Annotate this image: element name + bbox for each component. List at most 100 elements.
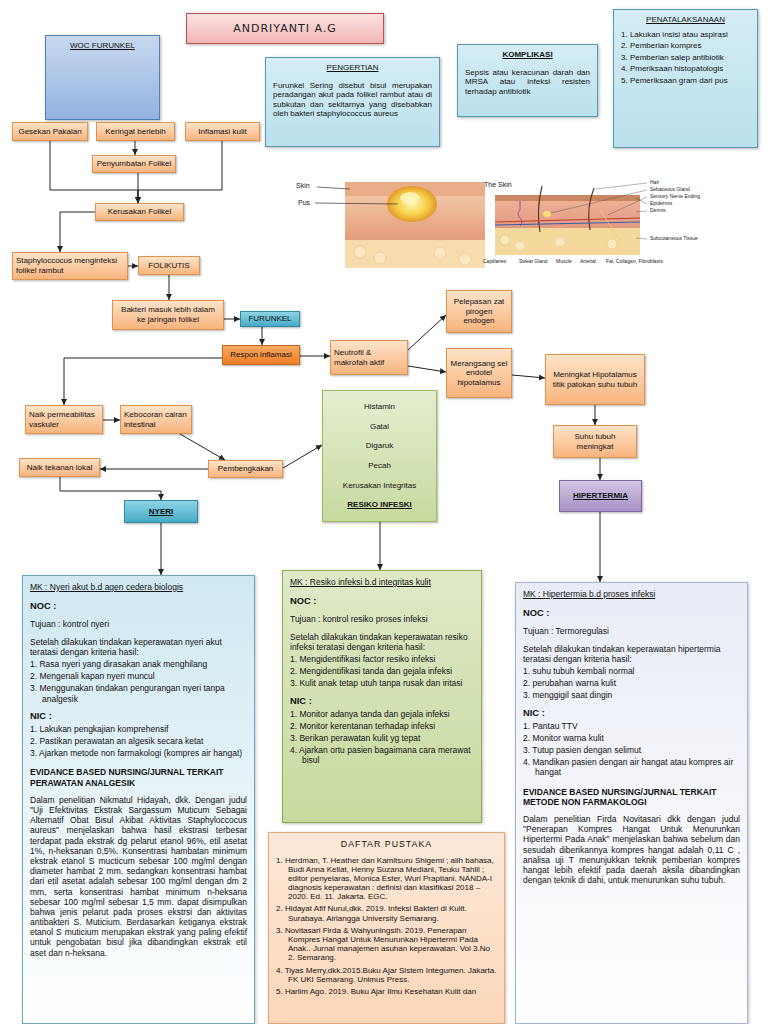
connector xyxy=(60,212,95,252)
hair xyxy=(538,186,542,232)
process-box: Inflamasi kulit xyxy=(185,122,260,141)
node-text: 2. perubahan warna kulit xyxy=(523,678,740,688)
node-text: NOC : xyxy=(290,596,474,607)
care-plan-panel: MK : Hipertermia b.d proses infeksiNOC :… xyxy=(515,582,748,1024)
node-text: Dalam penelitian Nikmatul Hidayah, dkk. … xyxy=(30,795,247,958)
node-text: 4. Pmeriksaan histopatologis xyxy=(621,64,750,74)
node-text: Gesekan Pakaian xyxy=(18,127,81,137)
connector xyxy=(380,522,381,570)
node-text: Inflamasi kulit xyxy=(198,127,246,137)
care-plan-panel: MK : Resiko infeksi b.d integritas kulit… xyxy=(282,570,482,823)
figure-label: Epidermis xyxy=(650,201,672,206)
node-text: RESIKO INFESKI xyxy=(347,500,411,510)
figure-label: Pus xyxy=(298,199,310,206)
process-box: Pembengkakan xyxy=(208,460,283,478)
figure-label: Hair xyxy=(650,180,659,185)
fat-cell xyxy=(515,241,525,251)
leader-line xyxy=(636,198,647,204)
connector xyxy=(512,375,545,378)
node-text: 1. Lakukan insisi atau aspirasi xyxy=(621,30,750,40)
skin-block xyxy=(345,182,485,268)
node-text: 1. Monitor adanya tanda dan gejala infek… xyxy=(290,709,474,719)
node-text: EVIDANCE BASED NURSING/JURNAL TERKAIT ME… xyxy=(523,787,740,807)
node-text: Tujuan : Termoregulasi xyxy=(523,626,740,636)
node-text: 2. Monitor warna kulit xyxy=(523,733,740,743)
node-text: 3. Berikan perawatan kulit yg tepat xyxy=(290,733,474,743)
node-text: 1. Lakukan pengkajian komprehensif xyxy=(30,724,247,734)
connector xyxy=(600,512,601,582)
nerve xyxy=(600,210,620,240)
header-box: WOC FURUNKEL xyxy=(45,35,160,120)
care-plan-panel: MK : Nyeri akut b.d agen cedera biologis… xyxy=(22,575,255,1024)
process-box: Merangsang sel endotel hipotalamus xyxy=(446,348,512,398)
figure-label: Skin xyxy=(296,182,310,189)
node-text: NOC : xyxy=(30,601,247,612)
node-text: Setelah dilakukan tindakan keperawatan r… xyxy=(290,632,474,652)
node-text: NIC : xyxy=(30,711,247,722)
node-text: Pembengkakan xyxy=(218,464,274,474)
connector xyxy=(103,420,120,421)
node-text: 3. Tutup pasien dengan selimut xyxy=(523,745,740,755)
definition-box: PENGERTIAN Furunkel Sering disebut bisul … xyxy=(265,57,440,147)
connector xyxy=(60,477,161,500)
connector xyxy=(64,358,222,405)
sebaceous-gland xyxy=(543,211,551,217)
symptom-box: HistaminGatalDigarukPecahKerusakan Integ… xyxy=(322,390,437,522)
node-text: 3. Kulit anak tetap utuh tanpa rusak dan… xyxy=(290,678,474,688)
process-box: Naik tekanan lokal xyxy=(19,458,100,477)
node-text: KOMPLIKASI xyxy=(465,50,590,60)
node-text: 4. Tiyas Merry,dkk.2015.Buku Ajar Sistem… xyxy=(276,966,497,984)
leader-line xyxy=(596,183,647,189)
figure-label: Arterial xyxy=(580,259,596,264)
node-text: Sepsis atau keracunan darah dan MRSA ata… xyxy=(465,68,590,97)
node-text: Gatal xyxy=(370,422,389,432)
figure-label: Sebaceous Gland xyxy=(650,187,690,192)
diagnosis-box: HIPERTERMIA xyxy=(559,480,642,512)
node-text: Penyumbatan Folikel xyxy=(97,159,172,169)
node-text: MK : Hipertermia b.d proses infeksi xyxy=(523,589,740,599)
node-text: Dalam penelitian Firda Novitasari dkk de… xyxy=(523,814,740,885)
process-box: Penyumbatan Folikel xyxy=(92,155,176,173)
figure-label: Fat, Collagen, Fibroblasts xyxy=(606,259,663,264)
title-banner: ANDRIYANTI A.G xyxy=(186,13,384,44)
figure-label: Subcutaneous Tissue xyxy=(650,236,698,241)
node-text: Kerusakan Folikel xyxy=(108,207,172,217)
node-text: MK : Resiko infeksi b.d integritas kulit xyxy=(290,577,474,587)
process-box: Bakteri masuk lebih dalam ke jaringan fo… xyxy=(112,300,224,330)
node-text: DAFTAR PUSTAKA xyxy=(276,839,497,850)
node-text: 5. Harlim Ago. 2019. Buku Ajar Ilmu Kese… xyxy=(276,987,497,996)
figure-label: Dermis xyxy=(650,208,666,213)
node-text: Furunkel Sering disebut bisul merupakan … xyxy=(273,81,432,119)
process-box: Gesekan Pakaian xyxy=(12,122,88,141)
fat-layer xyxy=(345,240,485,268)
node-text: PENGERTIAN xyxy=(273,63,432,73)
node-text: 3. Menggunakan tindakan pengurangan nyer… xyxy=(30,683,247,703)
leader-line xyxy=(315,203,398,204)
sweat-gland xyxy=(518,201,522,226)
node-text: WOC FURUNKEL xyxy=(53,41,152,51)
node-text: MK : Nyeri akut b.d agen cedera biologis xyxy=(30,582,247,592)
leader-line xyxy=(636,238,647,239)
connector xyxy=(283,445,322,468)
node-text: NIC : xyxy=(523,708,740,719)
fat-cell xyxy=(607,239,617,249)
node-text: 4. Mandikan pasien dengan air hangat ata… xyxy=(523,757,740,777)
node-text: 3. menggigil saat dingin xyxy=(523,690,740,700)
node-text: Tujuan : kontrol resiko proses infeksi xyxy=(290,614,474,624)
process-box: Naik permeabilitas vaskuler xyxy=(25,405,103,434)
process-box: Neutrofil & makrofah aktif xyxy=(330,340,408,375)
node-text: Neutrofil & makrofah aktif xyxy=(334,348,404,367)
node-text: 3. Ajarkan metode non farmakologi (kompr… xyxy=(30,748,247,758)
node-text: 2. Hidayat Afif Nurul,dkk. 2019. Infeksi… xyxy=(276,904,497,922)
figure-label: The Skin xyxy=(484,181,512,188)
node-text: 1. Rasa nyeri yang dirasakan anak menghi… xyxy=(30,659,247,669)
connector xyxy=(128,266,138,267)
epidermis-layer xyxy=(495,195,640,201)
vein xyxy=(495,222,640,225)
process-box: Kerusakan Folikel xyxy=(95,203,184,221)
node-text: 1. Mengidentifikasi factor resiko infeks… xyxy=(290,654,474,664)
node-text: FOLIKUTIS xyxy=(148,261,189,271)
connector xyxy=(600,458,601,480)
dermis-layer xyxy=(495,201,640,228)
node-text: 2. Mengenali kapan nyeri muncul xyxy=(30,671,247,681)
